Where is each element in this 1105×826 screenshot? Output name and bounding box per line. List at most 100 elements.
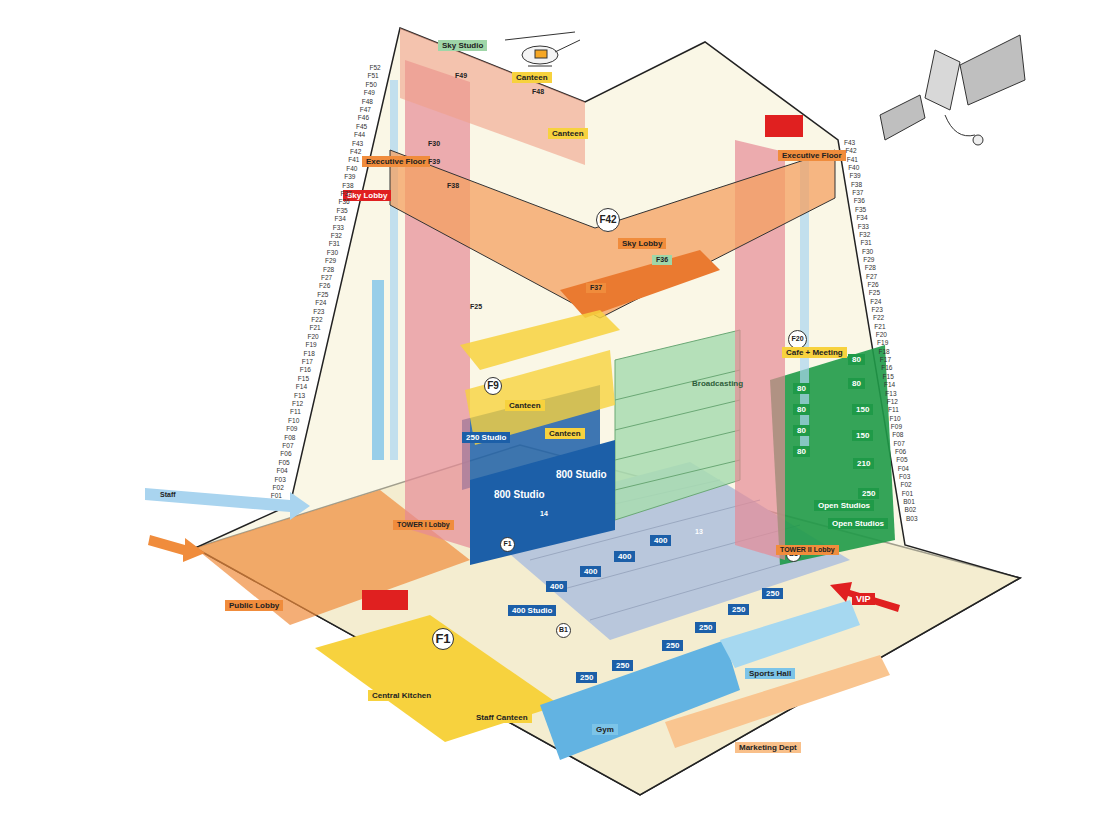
satellite [880, 35, 1025, 145]
space-box: Marketing Dept [735, 742, 801, 753]
space-name: Canteen [516, 73, 548, 82]
floor-scale-label: F22 [873, 315, 884, 322]
floor-scale-label: F24 [315, 300, 326, 307]
space-box: 400 [650, 535, 671, 546]
floor-scale-label: F08 [892, 432, 903, 439]
floor-circle: F9 [484, 377, 502, 395]
floor-scale-label: F04 [898, 466, 909, 473]
floor-scale-label: F02 [273, 485, 284, 492]
floor-tag: Staff [160, 491, 176, 498]
floor-scale-label: F17 [302, 359, 313, 366]
space-box: TOWER I Lobby [393, 520, 454, 530]
space-name: Broadcasting [692, 379, 743, 388]
space-box: Sky Studio [438, 40, 487, 51]
space-name: 150 [856, 405, 869, 414]
space-box: 800 Studio [490, 488, 549, 502]
space-box: Canteen [512, 72, 552, 83]
floor-scale-label: F44 [354, 132, 365, 139]
floor-scale-label: F07 [894, 441, 905, 448]
space-box: 400 Studio [508, 605, 556, 616]
floor-scale-label: F25 [317, 292, 328, 299]
space-name: F20 [791, 335, 803, 343]
floor-tag: F48 [532, 88, 544, 95]
floor-scale-label: F01 [902, 491, 913, 498]
space-name: Public Lobby [229, 601, 279, 610]
space-box: VIP [852, 593, 875, 605]
overhang-bridge [390, 150, 835, 318]
space-box: Executive Floor [362, 156, 430, 167]
marketing-strip [665, 655, 890, 748]
floor-scale-label: F27 [866, 274, 877, 281]
top-block [400, 28, 585, 165]
floor-scale-label: F28 [323, 267, 334, 274]
building-envelope [195, 28, 1020, 795]
studio-block [470, 440, 615, 565]
floor-scale-label: F18 [878, 349, 889, 356]
broadcasting-block [615, 330, 740, 520]
floor-scale-label: B01 [903, 499, 915, 506]
space-name: F36 [656, 256, 668, 264]
floor-scale-label: F33 [858, 224, 869, 231]
floor-scale-label: B03 [906, 516, 918, 523]
space-name: VIP [856, 594, 871, 604]
floor-scale-label: B02 [905, 507, 917, 514]
floor-scale-label: F41 [847, 157, 858, 164]
floor-tag: 14 [540, 510, 548, 517]
floor-tag: F49 [455, 72, 467, 79]
red-box [765, 115, 803, 137]
floor-scale-label: F05 [896, 457, 907, 464]
space-box: F37 [586, 283, 606, 293]
space-box: Open Studios [828, 518, 888, 529]
space-box: 250 [695, 622, 716, 633]
core [390, 80, 398, 460]
floor-scale-label: F20 [876, 332, 887, 339]
floor-scale-label: F06 [280, 451, 291, 458]
floor-scale-label: F29 [863, 257, 874, 264]
floor-scale-label: F38 [342, 183, 353, 190]
floor-scale-label: F50 [366, 82, 377, 89]
space-box: TOWER II Lobby [776, 545, 839, 555]
space-box: Public Lobby [225, 600, 283, 611]
floor-scale-label: F03 [899, 474, 910, 481]
space-box: 250 Studio [462, 432, 510, 443]
space-name: 250 [580, 673, 593, 682]
space-box: 80 [793, 425, 810, 436]
floor-scale-label: F20 [307, 334, 318, 341]
floor-scale-label: F03 [275, 477, 286, 484]
floor-scale-label: F48 [362, 99, 373, 106]
space-name: 80 [797, 426, 806, 435]
space-box: 80 [793, 446, 810, 457]
floor-scale-label: F34 [335, 216, 346, 223]
floor-scale-label: F15 [298, 376, 309, 383]
space-name: Sky Lobby [622, 239, 662, 248]
floor-scale-label: F51 [368, 73, 379, 80]
space-name: 250 [699, 623, 712, 632]
floor-scale-label: F38 [851, 182, 862, 189]
floor-scale-label: F14 [884, 382, 895, 389]
floor-scale-label: F04 [276, 468, 287, 475]
floor-scale-label: F39 [850, 173, 861, 180]
floor-scale-label: F13 [294, 393, 305, 400]
floor-scale-label: F12 [292, 401, 303, 408]
space-name: 250 [766, 589, 779, 598]
floor-scale-label: F14 [296, 384, 307, 391]
floor-scale-label: F29 [325, 258, 336, 265]
vip-arrow [830, 582, 900, 612]
floor-tag: F30 [428, 140, 440, 147]
space-name: 400 [654, 536, 667, 545]
floor-scale-label: F31 [329, 241, 340, 248]
floor-scale-label: F21 [309, 325, 320, 332]
space-name: Open Studios [818, 501, 870, 510]
space-name: Cafe + Meeting [786, 348, 843, 357]
floor-scale-label: F35 [337, 208, 348, 215]
floor-scale-label: F13 [885, 391, 896, 398]
floor-scale-label: F43 [844, 140, 855, 147]
floor-scale-label: F05 [278, 460, 289, 467]
floor-scale-label: F18 [304, 351, 315, 358]
floor-scale-label: F12 [887, 399, 898, 406]
space-name: 800 Studio [556, 469, 607, 481]
floor-scale-label: F23 [313, 309, 324, 316]
space-box: F36 [652, 255, 672, 265]
red-box [362, 590, 408, 610]
floor-scale-label: F01 [271, 493, 282, 500]
